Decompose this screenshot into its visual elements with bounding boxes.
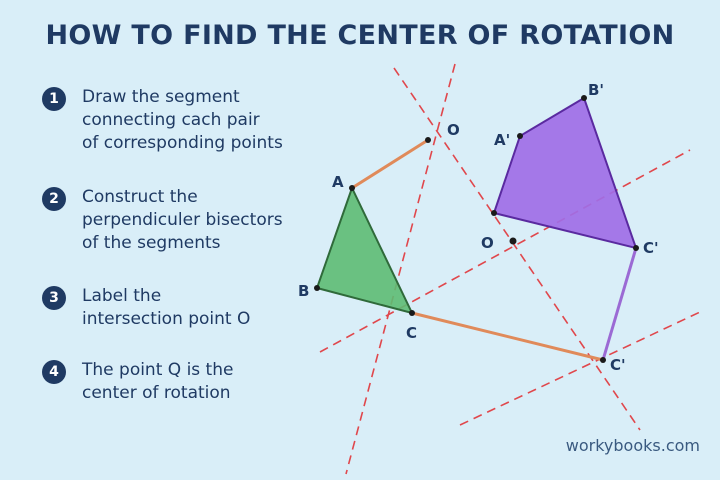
step-2: 2 Construct the perpendiculer bisectors … [42, 186, 332, 255]
bisector-line-3 [319, 149, 691, 353]
segment-a-to-image [351, 138, 429, 190]
label-b-prime: B' [588, 81, 604, 99]
step-text: Label the intersection point O [82, 286, 251, 329]
original-triangle [315, 185, 414, 315]
label-c: C [406, 324, 417, 342]
site-credit: workybooks.com [565, 436, 700, 455]
label-o-center: O [481, 234, 494, 252]
label-o-top: O [447, 121, 460, 139]
label-a-prime: A' [494, 131, 510, 149]
step-number-badge: 3 [42, 286, 66, 310]
bisector-line-4 [459, 311, 701, 426]
point-a-prime [517, 133, 523, 139]
step-1: 1 Draw the segment connecting cach pair … [42, 86, 332, 155]
bisector-line-1 [393, 67, 641, 431]
label-c-prime-right: C' [643, 239, 659, 257]
point-b [314, 285, 320, 291]
segment-c-prime-link [601, 247, 638, 361]
label-c-prime-bottom: C' [610, 356, 626, 374]
step-text: Construct the perpendiculer bisectors of… [82, 187, 283, 253]
segment-c-to-image [411, 311, 604, 362]
bisector-line-2 [345, 63, 456, 475]
step-number-badge: 1 [42, 87, 66, 111]
point-c-prime [633, 245, 639, 251]
point-o-center [509, 237, 517, 245]
rotated-shape [492, 96, 638, 250]
point-o-top [425, 137, 431, 143]
step-number-badge: 2 [42, 187, 66, 211]
point-c-prime-bottom [600, 357, 606, 363]
step-number-badge: 4 [42, 360, 66, 384]
label-a: A [332, 173, 344, 191]
step-4: 4 The point Q is the center of rotation [42, 359, 332, 405]
point-a [349, 185, 355, 191]
step-3: 3 Label the intersection point O [42, 285, 332, 331]
page-title: HOW TO FIND THE CENTER OF ROTATION [45, 20, 675, 51]
point-c [409, 310, 415, 316]
point-left-prime [491, 210, 497, 216]
point-b-prime [581, 95, 587, 101]
step-text: Draw the segment connecting cach pair of… [82, 87, 283, 153]
label-b: B [298, 282, 309, 300]
step-text: The point Q is the center of rotation [82, 360, 234, 403]
